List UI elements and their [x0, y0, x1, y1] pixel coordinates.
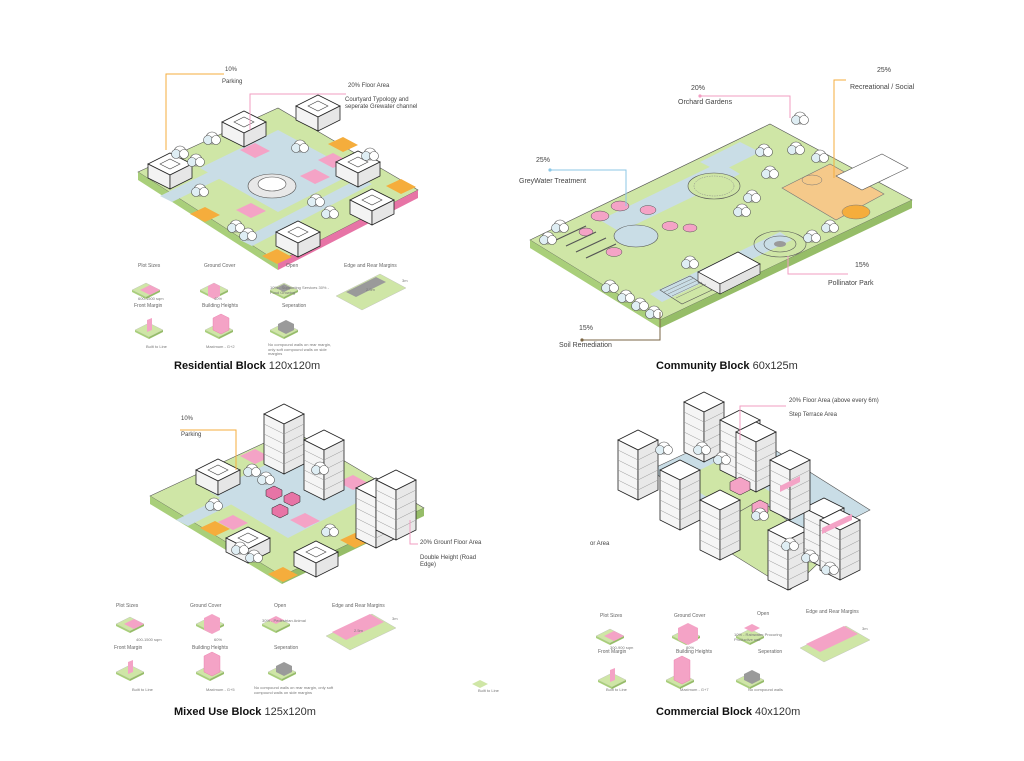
mix-legend-ground-cover: Ground Cover	[190, 603, 222, 609]
residential-isometric	[137, 94, 419, 270]
mixed-use-legend-tiles	[115, 613, 397, 682]
commercial-legend-tiles	[472, 623, 871, 690]
residential-courtyard-note: Courtyard Typology and seperate Grewater…	[345, 97, 418, 110]
community-dims: 60x125m	[752, 360, 798, 372]
commercial-built-to-line-fragment: Built to Line	[478, 688, 499, 693]
commercial-isometric	[617, 391, 871, 591]
community-greywater-pct: 25%	[536, 157, 551, 164]
res-legend-plot-sizes-value: 600-1500 sqm	[138, 296, 164, 301]
res-legend-separation: Seperation	[282, 303, 307, 309]
commercial-area-fragment: or Area	[590, 541, 610, 547]
community-pollinator-pct: 15%	[855, 262, 870, 269]
res-legend-edge-a: 2.5m	[366, 287, 375, 292]
res-legend-front-margin-value: Built to Line	[146, 344, 167, 349]
mix-legend-building-heights-value: Maximum - G+5	[206, 687, 235, 692]
mix-legend-plot-sizes-value: 400-1500 sqm	[136, 637, 162, 642]
mix-legend-plot-sizes: Plot Sizes	[116, 603, 139, 609]
community-soil-pct: 15%	[579, 325, 594, 332]
community-orchard-label: Orchard Gardens	[678, 99, 733, 106]
community-isometric	[529, 111, 913, 328]
com-legend-edge-rear: Edge and Rear Margins	[806, 609, 859, 615]
community-soil-label: Soil Remediation	[559, 342, 612, 349]
mixed-use-isometric	[149, 403, 425, 584]
res-legend-ground-cover-value: 40%	[214, 296, 223, 301]
com-legend-building-heights: Building Heights	[676, 649, 713, 655]
mix-legend-front-margin: Front Margin	[114, 645, 143, 651]
com-legend-open-value: 10% - Rainwater Procuring Productive use	[734, 632, 782, 642]
residential-parking-pct: 10%	[225, 67, 238, 73]
residential-title-text: Residential Block	[174, 360, 266, 372]
com-legend-plot-sizes: Plot Sizes	[600, 613, 623, 619]
mix-legend-separation: Seperation	[274, 645, 299, 651]
mix-legend-open-value: 30% - Pedestrian Animal	[262, 618, 306, 623]
res-legend-front-margin: Front Margin	[134, 303, 163, 309]
mixed-title-text: Mixed Use Block	[174, 706, 262, 718]
com-legend-ground-cover-value: 80%	[686, 645, 695, 650]
mix-legend-edge-rear: Edge and Rear Margins	[332, 603, 385, 609]
com-legend-separation-value: No compound walls	[748, 687, 783, 692]
mixed-ground-floor: 20% Grounf Floor Area	[420, 540, 482, 546]
mix-legend-building-heights: Building Heights	[192, 645, 229, 651]
residential-parking-label: Parking	[222, 79, 243, 85]
com-legend-separation: Seperation	[758, 649, 783, 655]
res-legend-edge-b: 3m	[402, 278, 408, 283]
mix-legend-open: Open	[274, 603, 287, 609]
community-title: Community Block 60x125m	[656, 360, 798, 372]
com-legend-ground-cover: Ground Cover	[674, 613, 706, 619]
mix-legend-edge-b: 3m	[392, 616, 398, 621]
residential-floor-area: 20% Floor Area	[348, 83, 390, 89]
community-pollinator-label: Pollinator Park	[828, 280, 874, 287]
com-legend-edge-b: 3m	[862, 626, 868, 631]
com-legend-front-margin: Front Margin	[598, 649, 627, 655]
res-legend-separation-value: No compound walls on rear margin, only s…	[268, 342, 332, 357]
community-leader-lines	[548, 79, 848, 342]
com-legend-front-margin-value: Built to Line	[606, 687, 627, 692]
com-legend-open: Open	[757, 611, 770, 617]
community-orchard-pct: 20%	[691, 85, 706, 92]
mixed-parking-label: Parking	[181, 432, 202, 438]
commercial-leader-lines	[739, 405, 786, 440]
commercial-step-terrace: Step Terrace Area	[789, 412, 837, 418]
residential-leader-lines	[165, 73, 346, 150]
com-legend-plot-sizes-value: 300-900 sqm	[610, 645, 634, 650]
residential-title: Residential Block 120x120m	[174, 360, 320, 372]
res-legend-building-heights: Building Heights	[202, 303, 239, 309]
mix-legend-ground-cover-value: 60%	[214, 637, 223, 642]
res-legend-open: Open	[286, 263, 299, 269]
stray-green-swatch	[472, 680, 488, 688]
community-recreational-pct: 25%	[877, 67, 892, 74]
com-legend-building-heights-value: Maximum - G+7	[680, 687, 709, 692]
community-greywater-label: GreyWater Treatment	[519, 178, 587, 185]
community-title-text: Community Block	[656, 360, 750, 372]
commercial-title: Commercial Block 40x120m	[656, 706, 800, 718]
mix-legend-front-margin-value: Built to Line	[132, 687, 153, 692]
res-legend-building-heights-value: Maximum - G+2	[206, 344, 235, 349]
commercial-title-text: Commercial Block	[656, 706, 752, 718]
residential-legend-tiles	[131, 273, 407, 340]
mixed-double-height: Double Height (Road Edge)	[420, 555, 477, 568]
mixed-parking-pct: 10%	[181, 416, 194, 422]
mixed-title: Mixed Use Block 125x120m	[174, 706, 316, 718]
res-legend-ground-cover: Ground Cover	[204, 263, 236, 269]
residential-dims: 120x120m	[268, 360, 321, 372]
res-legend-plot-sizes: Plot Sizes	[138, 263, 161, 269]
mixed-dims: 125x120m	[264, 706, 316, 718]
res-legend-edge-rear: Edge and Rear Margins	[344, 263, 397, 269]
mix-legend-edge-a: 2.5m	[354, 628, 363, 633]
community-recreational-label: Recreational / Social	[850, 84, 915, 91]
mixed-use-leader-lines	[180, 429, 418, 545]
commercial-dims: 40x120m	[755, 706, 801, 718]
res-legend-open-value: 10% - Supporting Services 30% - Food Gro…	[270, 285, 329, 295]
commercial-floor-area: 20% Floor Area (above every 6m)	[789, 398, 879, 404]
mix-legend-separation-value: No compound walls on rear margin, only s…	[254, 685, 334, 695]
